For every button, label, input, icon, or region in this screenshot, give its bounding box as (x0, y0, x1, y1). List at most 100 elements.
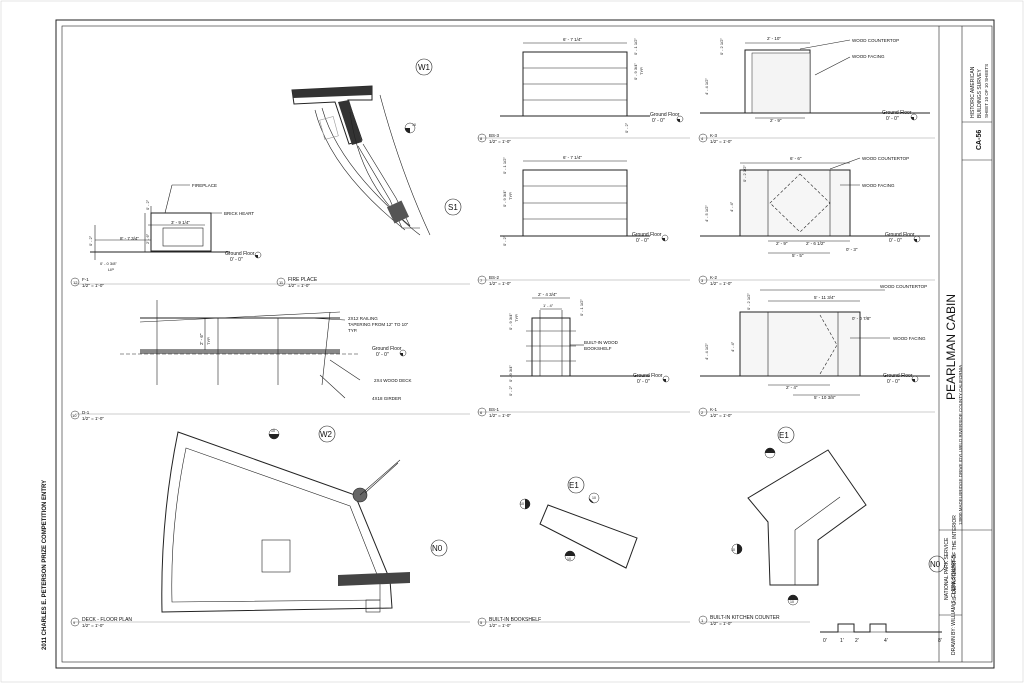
fireplace-ground: Ground Floor (225, 251, 255, 257)
k3-bottom: 2' - 9" (770, 118, 782, 123)
marker-k-2: 10 (731, 548, 735, 552)
bs2-typ: TYP. (508, 192, 513, 200)
fireplace-lip: LIP (108, 267, 114, 272)
view-scale-10: 1/2" = 1'-0" (82, 416, 104, 421)
marker-bs-1: 10 (520, 502, 524, 506)
k2-b2: 2' - 6 1/2" (806, 241, 825, 246)
bs2-top: 0' - 1 1/2" (502, 157, 507, 174)
bs3-base: 0' - 2" (624, 122, 629, 133)
view-title-6: BS-1 (489, 407, 500, 412)
orient-w1: W1 (418, 63, 431, 72)
k3-top2: 0' - 2 1/2" (719, 38, 724, 55)
marker-k-3: 10 (790, 600, 794, 604)
scale-label-8: 8' (938, 638, 942, 644)
k3-top: 2' - 10" (767, 36, 781, 41)
fireplace-plan: W1 S1 10 (291, 58, 462, 236)
bs1-inner: 1' - 4" (543, 303, 554, 308)
deck-railing: 2X12 RAILING (348, 316, 378, 321)
k2-facing: WOOD FACING (862, 183, 895, 188)
scale-label-2: 2' (855, 638, 859, 644)
drawn-by: DRAWN BY: WILLIAM S. CLERK SQUARES (951, 554, 957, 655)
orient-n0-left: N0 (432, 544, 443, 553)
marker-deck: 10 (271, 429, 275, 433)
bs1-elevation: 2' - 4 3/4" 1' - 4" 0' - 1 1/2" 0' - 9 3… (477, 292, 670, 418)
bs1-ground: Ground Floor (633, 373, 663, 379)
view-scale-5: 1/2" = 1'-0" (489, 623, 511, 628)
view-scale-6: 1/2" = 1'-0" (489, 413, 511, 418)
bs1-bookshelf-1: BUILT-IN WOOD (584, 340, 619, 345)
k2-h2: 4' - 4" (729, 201, 734, 212)
view-scale-2: 1/2" = 1'-0" (710, 413, 732, 418)
bs3-elevation: 6' - 7 1/4" 0' - 1 1/2" 0' - 9 3/4" TYP.… (477, 37, 684, 144)
k3-ground: Ground Floor (882, 110, 912, 116)
bookshelf-plan: E1 10 10 10 5 BUILT-IN BOOKSHELF 1/2" = … (477, 476, 638, 628)
view-title-5: BUILT-IN BOOKSHELF (489, 617, 541, 623)
k2-elevation: 6' - 6" 0' - 2 1/2" 4' - 5 1/2" 4' - 4" … (698, 156, 930, 286)
scale-label-4: 4' (884, 638, 888, 644)
k3-counter: WOOD COUNTERTOP (852, 38, 899, 43)
orient-n0-right: N0 (930, 560, 941, 569)
k1-ground-elev: 0' - 0" (887, 379, 900, 385)
view-num-1: 1 (701, 618, 704, 623)
orient-e1-mid: E1 (569, 481, 579, 490)
deck-taper: TAPERING FROM 12" TO 10" (348, 322, 409, 327)
k3-h: 4' - 4 1/2" (704, 78, 709, 95)
view-scale-1: 1/2" = 1'-0" (710, 621, 732, 626)
k1-elevation: WOOD COUNTERTOP 5' - 11 3/4" 0' - 2 1/2"… (698, 284, 930, 418)
k2-ground: Ground Floor (885, 232, 915, 238)
orient-e1-right: E1 (779, 431, 789, 440)
scale-label-0: 0' (823, 638, 827, 644)
bs3-top: 0' - 1 1/2" (633, 38, 638, 55)
view-title-7: BS-2 (489, 275, 500, 280)
k3-elevation: 2' - 10" 0' - 2 1/2" 4' - 4 1/2" 2' - 9"… (698, 36, 930, 144)
deck-girder: 4X18 GIRDER (372, 396, 402, 401)
project-title: PEARLMAN CABIN (944, 294, 958, 400)
k2-counter: WOOD COUNTERTOP (862, 156, 909, 161)
fireplace-ground-elev: 0' - 0" (230, 257, 243, 263)
marker-bs-2: 10 (592, 496, 596, 500)
view-num-3: 3 (701, 278, 704, 283)
bs2-shelf: 0' - 9 3/4" (502, 190, 507, 207)
k1-b1: 2' - 4" (786, 385, 798, 390)
view-title-2: K-1 (710, 407, 718, 412)
view-title-8: BS-3 (489, 133, 500, 138)
scale-bar: 0' 1' 2' 4' 8' (820, 623, 942, 644)
view-num-6: 6 (480, 410, 483, 415)
orient-s1: S1 (448, 203, 458, 212)
k2-top: 6' - 6" (790, 156, 802, 161)
view-scale-8: 1/2" = 1'-0" (489, 139, 511, 144)
orient-w2: W2 (320, 430, 333, 439)
marker-k-1: 10 (767, 448, 771, 452)
k1-facing: WOOD FACING (893, 336, 926, 341)
brick-label: BRICK HEART (224, 211, 254, 216)
k2-ground-elev: 0' - 0" (889, 238, 902, 244)
k1-ground: Ground Floor (883, 373, 913, 379)
k2-b3: 0' - 3" (846, 247, 858, 252)
bs1-shelf2: 0' - 9 3/4" (508, 365, 513, 382)
view-title-3: K-2 (710, 275, 718, 280)
inner-border (61, 25, 993, 663)
k1-h: 4' - 4 1/2" (704, 343, 709, 360)
scale-label-1: 1' (840, 638, 844, 644)
deck-typ: TYP. (348, 328, 357, 333)
bs3-ground: Ground Floor (650, 112, 680, 118)
k2-b1: 2' - 9" (776, 241, 788, 246)
bs2-width: 6' - 7 1/4" (563, 155, 582, 160)
bs1-width: 2' - 4 3/4" (538, 292, 557, 297)
marker-fireplace: 10 (412, 123, 416, 127)
fireplace-dim-top: 0' - 2" (145, 199, 150, 210)
bs3-shelf: 0' - 9 3/4" (633, 63, 638, 80)
view-num-8: 8 (480, 136, 483, 141)
view-scale-4: 1/2" = 1'-0" (710, 139, 732, 144)
k3-facing: WOOD FACING (852, 54, 885, 59)
bs1-bookshelf-2: BOOKSHELF (584, 346, 612, 351)
bs2-base: 0' - 2" (502, 235, 507, 246)
bs3-width: 6' - 7 1/4" (563, 37, 582, 42)
fireplace-total: 8' - 7 3/4" (120, 236, 139, 241)
view-title-4: K-3 (710, 133, 718, 138)
sheet-count: SHEET 10 OF 10 SHEETS (984, 64, 989, 118)
bs3-ground-elev: 0' - 0" (652, 118, 665, 124)
fireplace-dim-left: 0' - 2" (88, 235, 93, 246)
